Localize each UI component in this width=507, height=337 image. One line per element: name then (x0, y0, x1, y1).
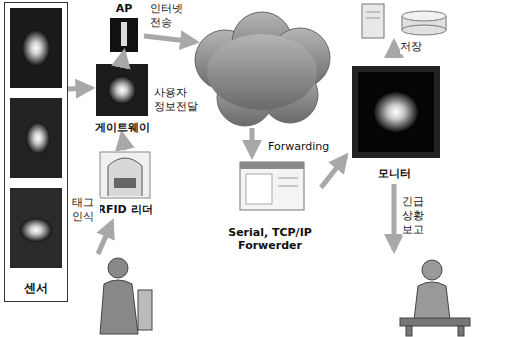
forwarder-node: Serial, TCP/IP Forwerder (219, 160, 321, 252)
transfer-note: 인터넷 전송 (150, 2, 190, 30)
node-label: AP (116, 2, 133, 15)
alert-note: 긴급 상황 보고 (402, 195, 430, 236)
cloud (195, 12, 330, 126)
flow-arrow (122, 52, 124, 62)
node-label: 모니터 (378, 167, 411, 180)
sensor-group: 센서 (4, 2, 68, 302)
flow-arrow (122, 134, 125, 150)
gateway-node: 게이트웨이 (92, 62, 153, 134)
person-user (100, 258, 152, 334)
flow-arrows (98, 36, 394, 254)
store-note: 저장 (400, 40, 430, 54)
monitor-screen (352, 66, 440, 158)
node-label: 게이트웨이 (95, 121, 150, 134)
tag-note: 태그 인식 (72, 196, 100, 224)
node-label: 센서 (24, 281, 48, 295)
node-label: Serial, TCP/IP Forwerder (219, 226, 321, 252)
rfid-reader (100, 152, 150, 198)
ap-device (110, 18, 138, 52)
gateway-photo (96, 64, 148, 116)
ap-node: AP (104, 2, 144, 52)
flow-arrow (68, 88, 92, 89)
person-operator (400, 260, 470, 336)
edge-label: Forwarding (268, 140, 331, 154)
sensor-photos (10, 8, 62, 268)
node-label: RFID 리더 (97, 203, 152, 216)
flow-arrow (321, 156, 346, 188)
edge-label: 사용자 정보전달 (154, 86, 204, 114)
monitor-node: 모니터 (346, 60, 442, 180)
storage-icons (362, 4, 446, 38)
forwarder-window (240, 162, 304, 210)
rfid-node: RFID 리더 (92, 150, 158, 216)
